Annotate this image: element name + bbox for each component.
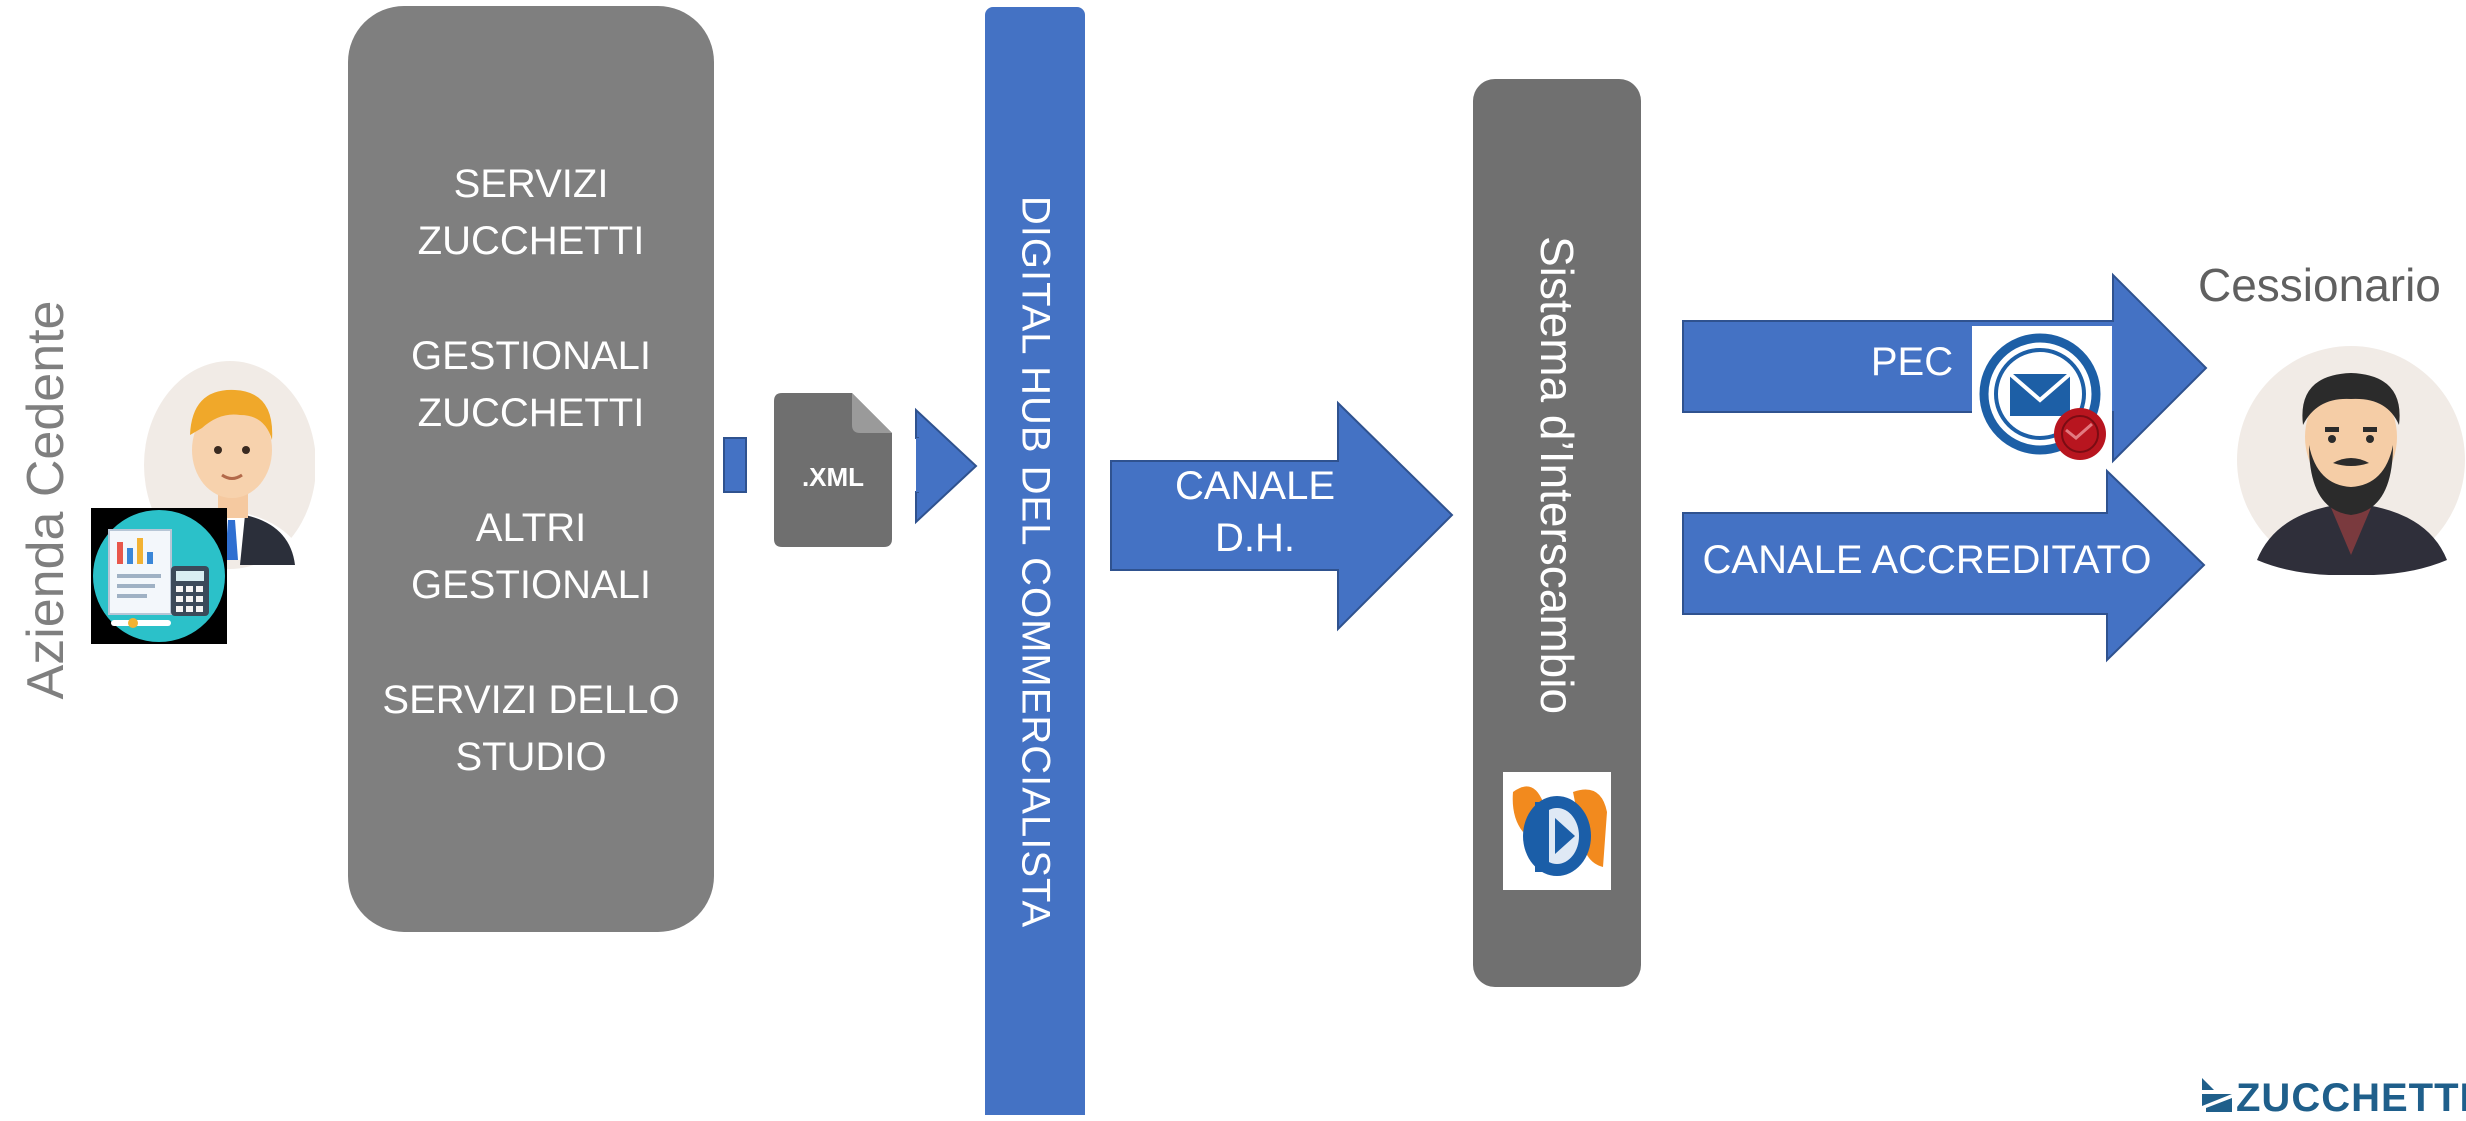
services-box: SERVIZI ZUCCHETTI GESTIONALI ZUCCHETTI A… — [348, 6, 714, 932]
xml-file-label: .XML — [801, 462, 865, 492]
zucchetti-logo-icon — [2202, 1078, 2232, 1112]
service-servizi-zucchetti: SERVIZI ZUCCHETTI — [417, 162, 645, 263]
xml-file-icon — [774, 393, 892, 547]
azienda-cedente-label: Azienda Cedente — [17, 300, 75, 700]
digital-hub-bar — [985, 7, 1085, 1115]
sdi-logo-icon — [1503, 772, 1611, 890]
service-altri-gestionali: ALTRI GESTIONALI — [410, 506, 652, 607]
pec-envelope-seal-icon — [1972, 326, 2112, 466]
invoice-calculator-icon — [91, 508, 227, 644]
digital-hub-label: DIGITAL HUB DEL COMMERCIALISTA — [1013, 195, 1058, 929]
services-to-hub-arrow — [723, 407, 978, 525]
service-servizi-studio: SERVIZI DELLO STUDIO — [382, 678, 680, 779]
sistema-interscambio-label: Sistema d’Interscambio — [1531, 235, 1583, 715]
canale-dh-arrow — [1110, 400, 1454, 632]
canale-accreditato-arrow — [1682, 468, 2206, 663]
cessionario-label: Cessionario — [2198, 259, 2441, 311]
bearded-man-avatar-icon — [2237, 346, 2465, 575]
pec-arrow — [1682, 272, 2208, 464]
pec-label: PEC — [1870, 340, 1954, 384]
canale-dh-label: CANALE D.H. — [1174, 464, 1336, 560]
canale-accreditato-label: CANALE ACCREDITATO — [1702, 538, 2152, 582]
zucchetti-logo-text: ZUCCHETTI — [2236, 1076, 2466, 1120]
service-gestionali-zucchetti: GESTIONALI ZUCCHETTI — [410, 334, 652, 435]
